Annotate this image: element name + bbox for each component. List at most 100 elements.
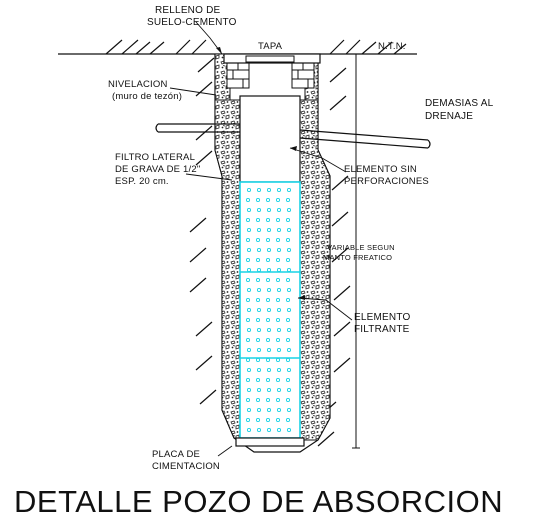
perforation-hole xyxy=(256,207,262,213)
perforation-hole xyxy=(265,377,271,383)
perforation-hole xyxy=(246,267,252,273)
gravel-filter-left xyxy=(214,99,241,439)
label-nivelacion-2: (muro de tezón) xyxy=(112,91,182,102)
perforation-hole xyxy=(256,367,262,373)
label-placa-2: CIMENTACION xyxy=(152,461,220,472)
perforation-hole xyxy=(255,417,261,423)
perforation-hole xyxy=(245,277,251,283)
label-demasias-1: DEMASIAS AL xyxy=(425,98,494,109)
perforation-hole xyxy=(265,217,271,223)
perforation-hole xyxy=(266,387,272,393)
perforation-hole xyxy=(286,347,292,353)
leveling-wall xyxy=(226,61,315,89)
perforation-hole xyxy=(255,297,261,303)
label-filtro-2: DE GRAVA DE 1/2" xyxy=(115,164,200,175)
label-relleno-2: SUELO-CEMENTO xyxy=(147,17,237,28)
perforation-hole xyxy=(275,277,281,283)
label-placa-1: PLACA DE xyxy=(152,449,200,460)
perforation-hole xyxy=(246,287,252,293)
outlet-pipe xyxy=(299,129,429,149)
perforation-hole xyxy=(245,397,251,403)
perforation-hole xyxy=(245,317,251,323)
label-filtrante-1: ELEMENTO xyxy=(354,312,410,323)
perforation-hole xyxy=(276,207,282,213)
label-filtro-1: FILTRO LATERAL xyxy=(115,152,195,163)
perforation-hole xyxy=(286,307,292,313)
perforation-hole xyxy=(245,257,251,263)
perforation-hole xyxy=(286,207,292,213)
perforation-hole xyxy=(266,267,272,273)
label-elemento-sin-2: PERFORACIONES xyxy=(344,176,429,187)
perforation-hole xyxy=(246,247,252,253)
perforation-hole xyxy=(255,257,261,263)
label-filtro-3: ESP. 20 cm. xyxy=(115,176,169,187)
perforation-hole xyxy=(286,427,292,433)
perforation-hole xyxy=(256,227,262,233)
perforation-hole xyxy=(246,307,252,313)
perforation-hole xyxy=(246,347,252,353)
perforation-hole xyxy=(255,277,261,283)
cover-lid xyxy=(245,55,295,63)
perforation-hole xyxy=(286,227,292,233)
perforation-hole xyxy=(275,417,281,423)
perforation-hole xyxy=(256,287,262,293)
perforation-hole xyxy=(266,207,272,213)
arrowhead xyxy=(290,146,297,151)
perforation-hole xyxy=(266,367,272,373)
perforation-hole xyxy=(246,367,252,373)
perforation-hole xyxy=(275,397,281,403)
perforation-hole xyxy=(276,387,282,393)
perforation-hole xyxy=(285,277,291,283)
perforation-hole xyxy=(256,187,262,193)
perforation-hole xyxy=(276,367,282,373)
perforation-hole xyxy=(276,347,282,353)
inlet-pipe xyxy=(158,123,240,133)
perforation-hole xyxy=(245,357,251,363)
perforation-hole xyxy=(246,427,252,433)
perforation-hole xyxy=(256,307,262,313)
perforation-hole xyxy=(266,407,272,413)
inlet-pipe-end xyxy=(155,123,159,133)
perforation-hole xyxy=(286,187,292,193)
perforation-hole xyxy=(275,257,281,263)
perforation-hole xyxy=(265,337,271,343)
perforation-holes xyxy=(245,187,292,433)
perforation-hole xyxy=(255,337,261,343)
label-variable-2: MANTO FREATICO xyxy=(323,253,392,262)
perforation-hole xyxy=(245,377,251,383)
perforation-hole xyxy=(286,267,292,273)
perforation-hole xyxy=(265,417,271,423)
perforation-hole xyxy=(255,217,261,223)
perforation-hole xyxy=(255,197,261,203)
perforation-hole xyxy=(266,247,272,253)
perforation-hole xyxy=(286,407,292,413)
label-relleno-1: RELLENO DE xyxy=(155,5,220,16)
perforation-hole xyxy=(266,287,272,293)
perforation-hole xyxy=(285,397,291,403)
perforation-hole xyxy=(276,427,282,433)
perforation-hole xyxy=(256,387,262,393)
outlet-pipe-end xyxy=(427,139,431,149)
perforation-hole xyxy=(276,307,282,313)
arrowhead xyxy=(216,47,222,54)
perforation-hole xyxy=(265,257,271,263)
perforation-hole xyxy=(285,257,291,263)
perforation-hole xyxy=(285,337,291,343)
perforation-hole xyxy=(256,247,262,253)
perforation-hole xyxy=(266,227,272,233)
perforation-hole xyxy=(246,227,252,233)
label-elemento-sin-1: ELEMENTO SIN xyxy=(344,164,417,175)
perforation-hole xyxy=(245,237,251,243)
perforation-hole xyxy=(246,387,252,393)
perforation-hole xyxy=(276,327,282,333)
perforation-hole xyxy=(286,247,292,253)
perforation-hole xyxy=(286,287,292,293)
label-nivelacion-1: NIVELACION xyxy=(108,79,168,90)
perforation-hole xyxy=(265,297,271,303)
perforation-hole xyxy=(276,187,282,193)
perforation-hole xyxy=(275,197,281,203)
perforation-hole xyxy=(265,277,271,283)
label-filtrante-2: FILTRANTE xyxy=(354,324,410,335)
perforation-hole xyxy=(245,197,251,203)
perforation-hole xyxy=(286,367,292,373)
